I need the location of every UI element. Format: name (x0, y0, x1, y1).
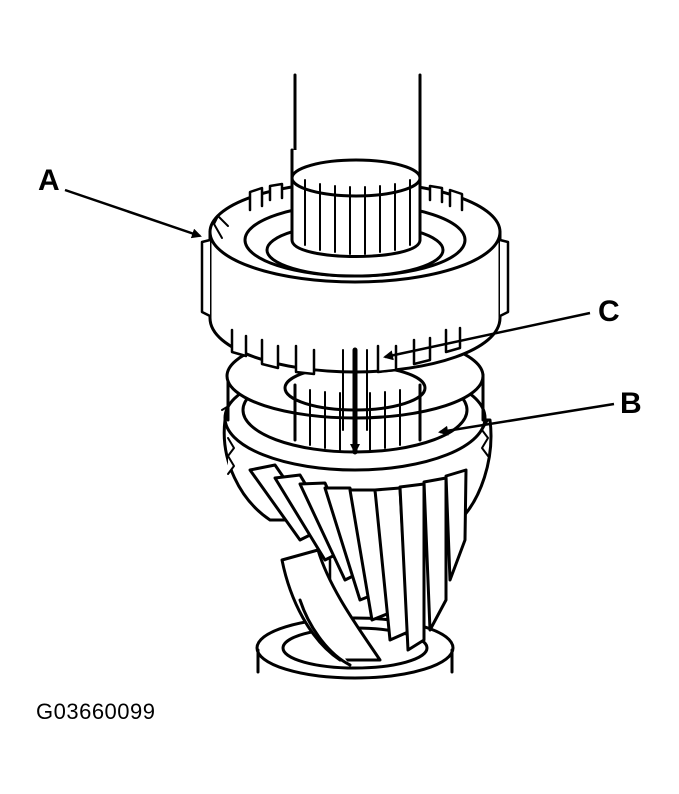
figure-code: G03660099 (36, 699, 156, 724)
leader-line-c (383, 311, 591, 361)
callout-label-a: A (38, 164, 60, 197)
leader-line-a (64, 188, 202, 239)
callout-label-b: B (620, 387, 642, 420)
callout-label-c: C (598, 295, 620, 328)
main-shaft (290, 73, 422, 258)
leader-line-b (438, 402, 615, 436)
hub-splines (293, 383, 422, 451)
